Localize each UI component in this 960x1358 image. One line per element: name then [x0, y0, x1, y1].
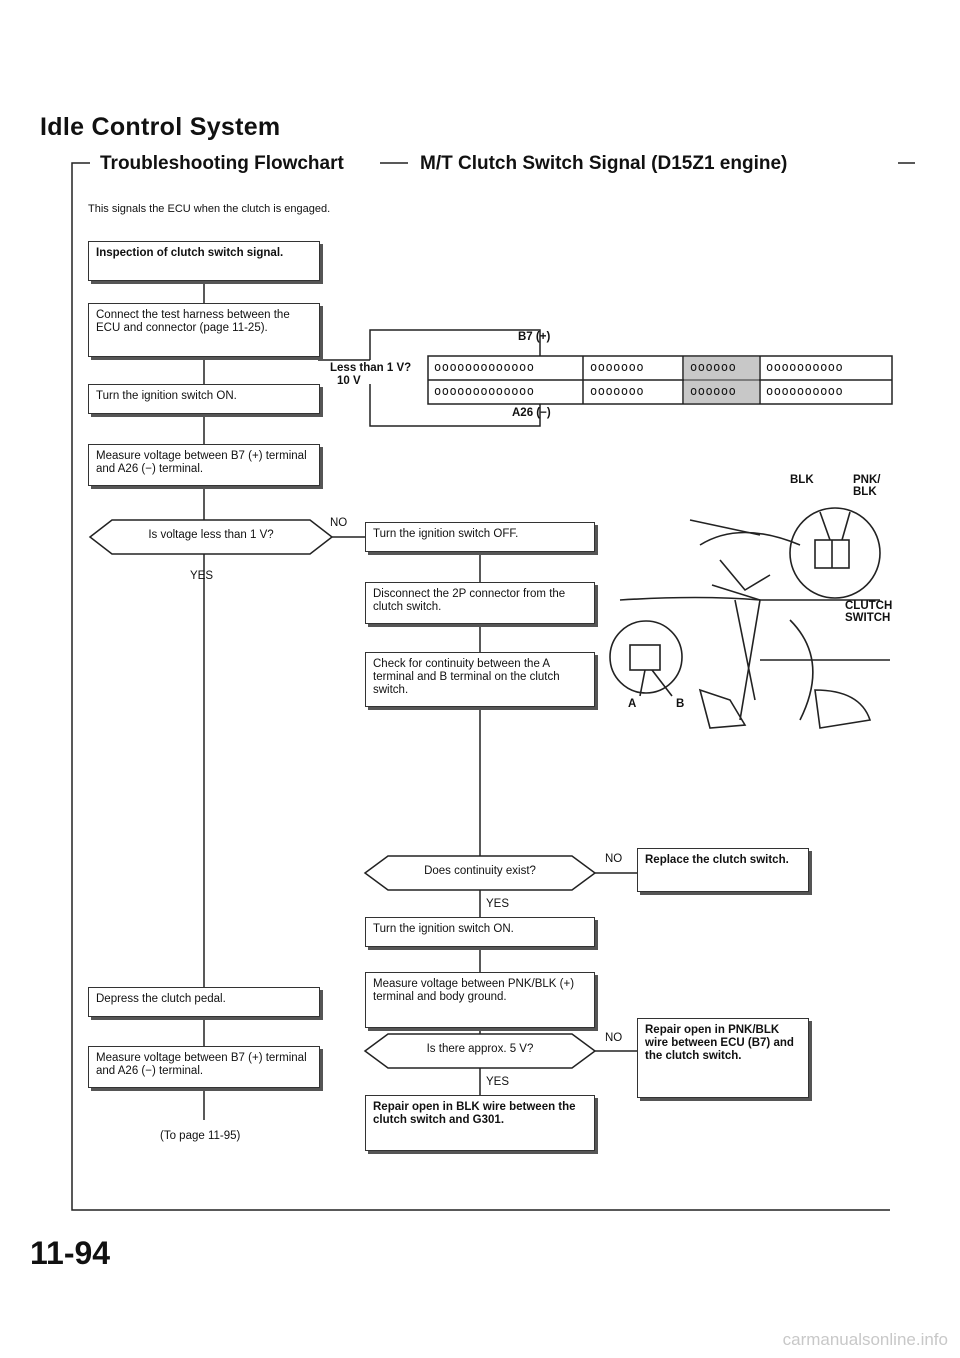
connect-harness-step: Connect the test harness between the ECU…	[88, 303, 320, 357]
replace-clutch-switch-step: Replace the clutch switch.	[637, 848, 809, 892]
connector-row-a1: ooooooooooooo	[434, 360, 535, 374]
a26-terminal-label: A26 (−)	[512, 407, 551, 419]
to-page-note: (To page 11-95)	[160, 1130, 241, 1142]
measure-pnk-blk-step: Measure voltage between PNK/BLK (+) term…	[365, 972, 595, 1028]
yes-label-1: YES	[190, 570, 214, 582]
repair-blk-wire-step: Repair open in BLK wire between the clut…	[365, 1095, 595, 1151]
page-title: Idle Control System	[40, 113, 281, 141]
flowchart-subtitle: Troubleshooting Flowchart	[100, 153, 344, 174]
ignition-on-step-2: Turn the ignition switch ON.	[365, 917, 595, 947]
check-continuity-step: Check for continuity between the A termi…	[365, 652, 595, 707]
connector-row-a2: ooooooooooooo	[434, 384, 535, 398]
pnk-blk-wire-label-2: BLK	[853, 486, 877, 498]
terminal-b-label: B	[676, 698, 685, 710]
connector-row-d1: oooooooooo	[766, 360, 844, 374]
connector-row-c2: oooooo	[690, 384, 737, 398]
flowchart-topic: M/T Clutch Switch Signal (D15Z1 engine)	[420, 153, 788, 174]
page-number: 11-94	[30, 1235, 111, 1271]
no-label-2: NO	[605, 853, 623, 865]
no-label-3: NO	[605, 1032, 623, 1044]
yes-label-3: YES	[486, 1076, 510, 1088]
meter-question-label: Less than 1 V?	[330, 362, 412, 374]
inspection-step: Inspection of clutch switch signal.	[88, 241, 320, 281]
ignition-off-step: Turn the ignition switch OFF.	[365, 522, 595, 552]
connector-row-b1: ooooooo	[590, 360, 645, 374]
measure-voltage-step-2: Measure voltage between B7 (+) terminal …	[88, 1046, 320, 1088]
b7-terminal-label: B7 (+)	[518, 331, 551, 343]
yes-label-2: YES	[486, 898, 510, 910]
connector-row-b2: ooooooo	[590, 384, 645, 398]
footer-watermark: carmanualsonline.info	[782, 1330, 948, 1349]
question-voltage-less-1v: Is voltage less than 1 V?	[148, 529, 274, 541]
question-approx-5v: Is there approx. 5 V?	[426, 1043, 534, 1055]
meter-range-label: 10 V	[337, 375, 361, 387]
blk-wire-label: BLK	[790, 474, 814, 486]
no-label-1: NO	[330, 517, 348, 529]
disconnect-connector-step: Disconnect the 2P connector from the clu…	[365, 582, 595, 624]
measure-voltage-step-1: Measure voltage between B7 (+) terminal …	[88, 444, 320, 486]
connector-row-c1: oooooo	[690, 360, 737, 374]
pnk-blk-wire-label-1: PNK/	[853, 474, 881, 486]
clutch-switch-label-1: CLUTCH	[845, 600, 893, 612]
ignition-on-step: Turn the ignition switch ON.	[88, 384, 320, 414]
connector-row-d2: oooooooooo	[766, 384, 844, 398]
repair-pnk-blk-wire-step: Repair open in PNK/BLK wire between ECU …	[637, 1018, 809, 1098]
question-continuity: Does continuity exist?	[424, 865, 536, 877]
depress-clutch-step: Depress the clutch pedal.	[88, 987, 320, 1017]
terminal-a-label: A	[628, 698, 637, 710]
intro-text: This signals the ECU when the clutch is …	[88, 203, 331, 215]
clutch-switch-label-2: SWITCH	[845, 612, 891, 624]
